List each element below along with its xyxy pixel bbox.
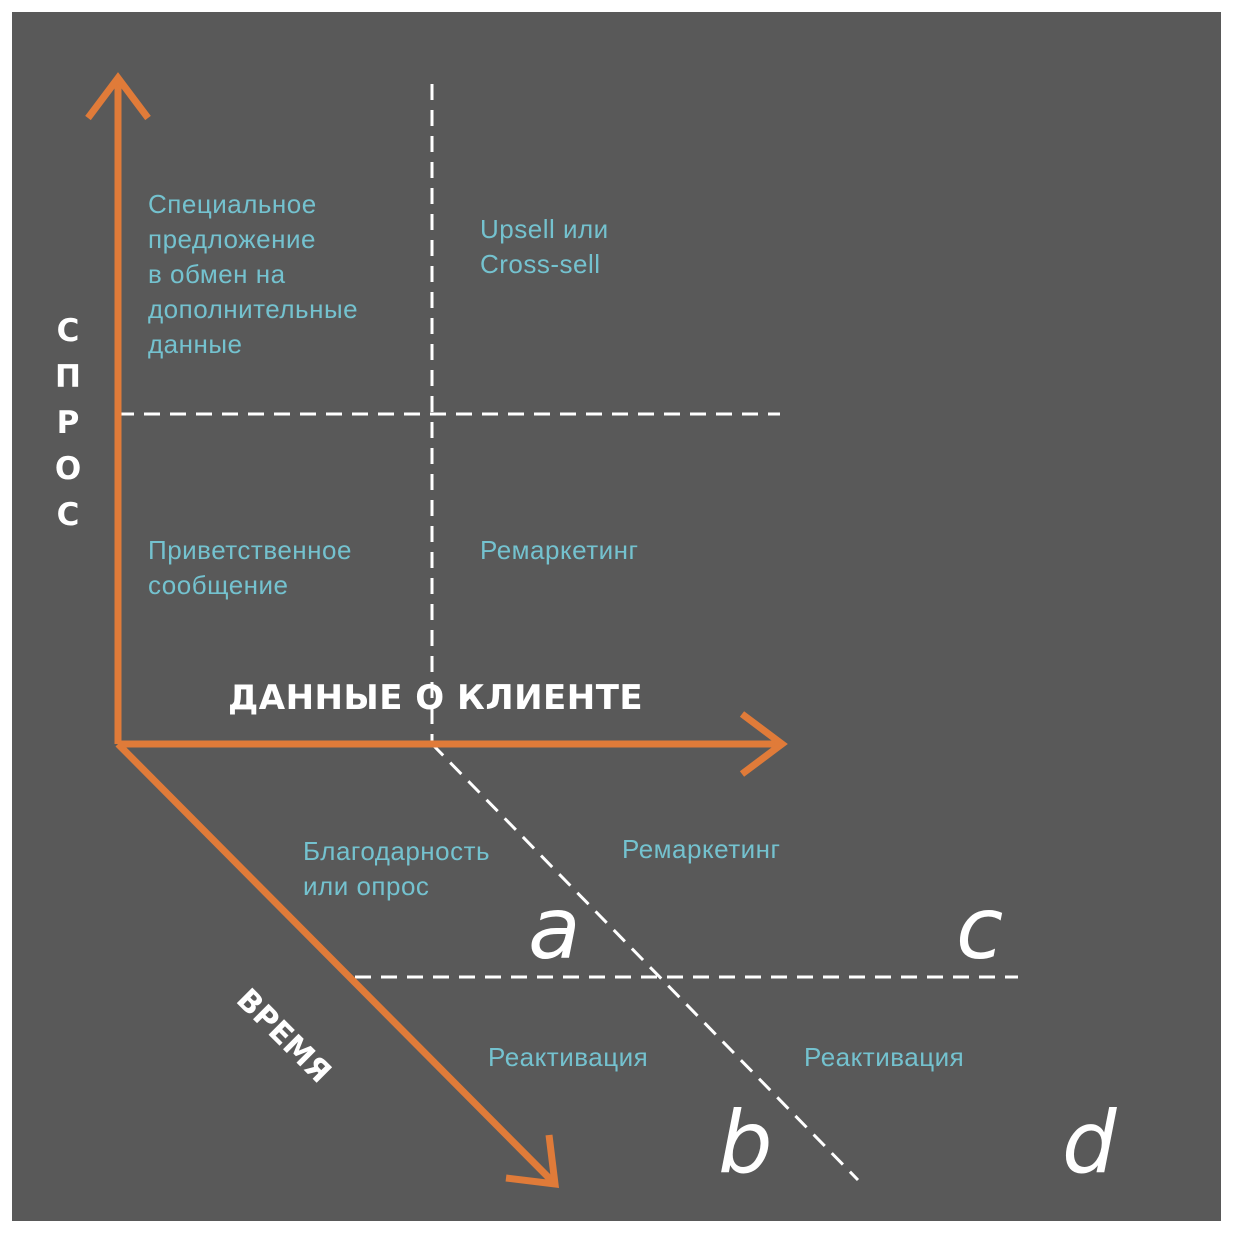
quadrant-bottom-left-label: Приветственное сообщение (148, 535, 352, 600)
demand-axis-arrowhead (85, 72, 151, 121)
customer-data-axis-label: ДАННЫЕ О КЛИЕНТЕ (228, 678, 644, 718)
region-letter-a: a (528, 879, 581, 979)
region-letter-d: d (1062, 1093, 1117, 1193)
quadrant-top-left-label: Специальное предложение в обмен на допол… (148, 189, 359, 359)
region-letter-c: c (956, 879, 1004, 979)
region-b-left-label: Реактивация (488, 1042, 649, 1072)
diagram-canvas: С П Р О С ДАННЫЕ О КЛИЕНТЕ ВРЕМЯ Специал… (12, 12, 1221, 1221)
quadrant-bottom-right-label: Ремаркетинг (480, 535, 639, 565)
region-a-right-label: Ремаркетинг (622, 834, 781, 864)
diagram-lines (85, 72, 1018, 1189)
time-axis (115, 741, 558, 1187)
quadrant-top-right-label: Upsell или Cross-sell (480, 214, 609, 279)
time-axis-arrowhead (505, 1134, 560, 1189)
dashed-diagonal-divider (430, 742, 860, 1182)
customer-data-axis-arrowhead (739, 711, 788, 777)
region-a-left-label: Благодарность или опрос (303, 836, 491, 901)
region-b-right-label: Реактивация (804, 1042, 965, 1072)
region-letter-b: b (718, 1093, 773, 1193)
demand-axis-label: С П Р О С (54, 313, 82, 533)
